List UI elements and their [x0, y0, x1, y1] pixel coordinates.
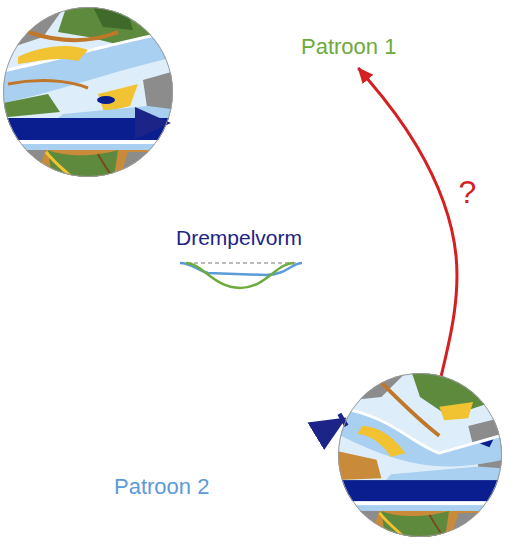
- question-arrow: [358, 68, 457, 376]
- map-pattern-one: [0, 2, 178, 184]
- diagram-label: Drempelvorm: [176, 226, 302, 250]
- threshold-cross-section: [180, 263, 302, 288]
- map-pattern-two: [333, 368, 507, 544]
- question-mark: ?: [458, 174, 476, 211]
- pattern-title: Patroon 1: [301, 34, 396, 60]
- map-circle: Patroon 1: [3, 7, 173, 177]
- cycle-arrow: [341, 419, 345, 421]
- pattern-title: Patroon 2: [114, 474, 209, 500]
- map-circle: Patroon 2: [338, 373, 502, 537]
